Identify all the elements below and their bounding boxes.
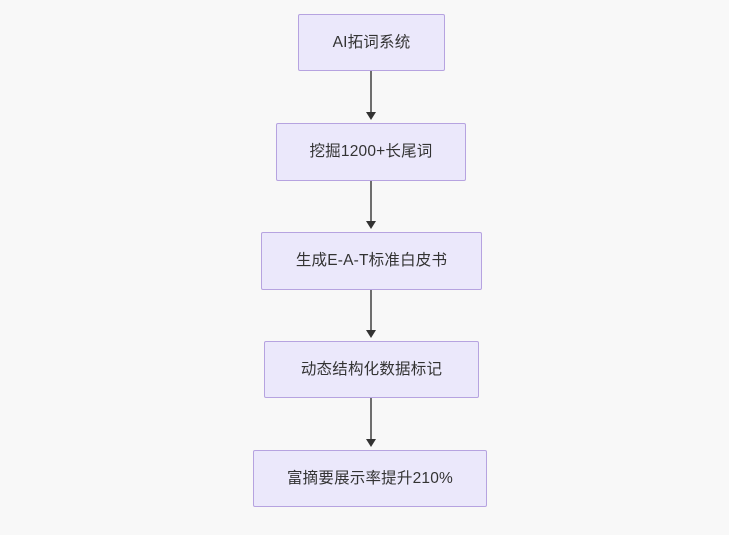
- connector-node3-to-node4: [370, 398, 372, 442]
- flow-node-label: 富摘要展示率提升210%: [286, 469, 454, 487]
- arrow-head-icon: [365, 112, 376, 120]
- flow-node-generate-eat-whitepaper[interactable]: 生成E-A-T标准白皮书: [261, 232, 482, 290]
- flow-node-label: 生成E-A-T标准白皮书: [295, 252, 448, 270]
- arrow-head-icon: [365, 221, 376, 229]
- flow-node-label: 挖掘1200+长尾词: [309, 143, 433, 161]
- arrow-head-icon: [365, 330, 376, 338]
- connector-node2-to-node3: [370, 290, 372, 333]
- flow-node-rich-snippet-impression-uplift[interactable]: 富摘要展示率提升210%: [253, 450, 487, 507]
- flow-node-mine-longtail-keywords[interactable]: 挖掘1200+长尾词: [276, 123, 466, 181]
- flow-node-label: 动态结构化数据标记: [300, 360, 443, 378]
- flow-node-label: AI拓词系统: [332, 33, 411, 51]
- connector-node0-to-node1: [370, 71, 372, 115]
- flow-node-ai-keyword-system[interactable]: AI拓词系统: [298, 14, 445, 71]
- arrow-head-icon: [365, 439, 376, 447]
- flow-node-dynamic-structured-data-markup[interactable]: 动态结构化数据标记: [264, 341, 479, 398]
- connector-node1-to-node2: [370, 181, 372, 224]
